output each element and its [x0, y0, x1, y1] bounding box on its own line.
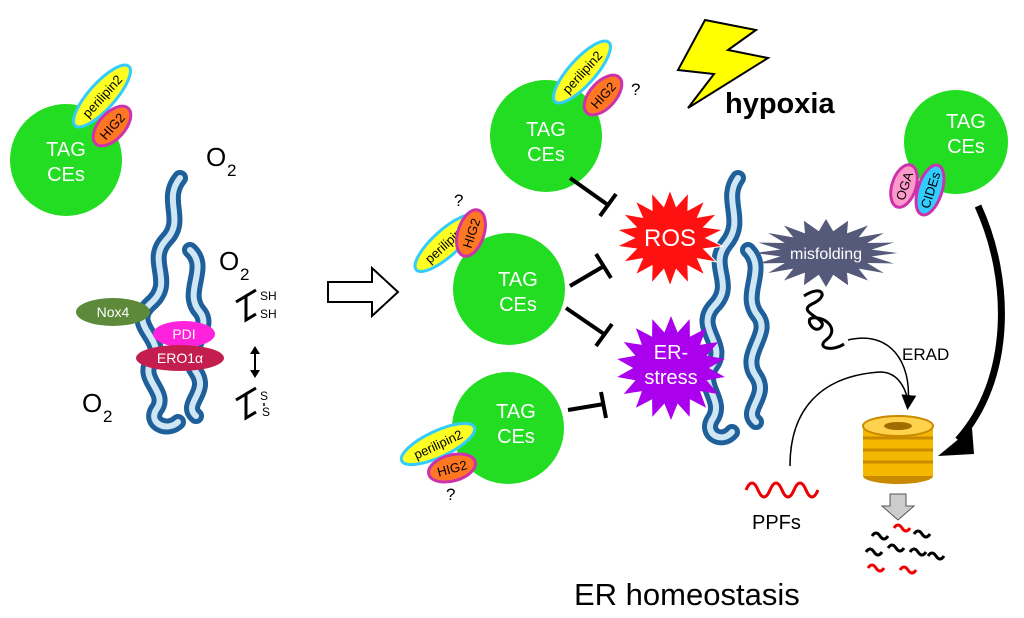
er-homeostasis-label: ER homeostasis [574, 577, 800, 612]
proteasome-icon [862, 415, 934, 484]
peptide-fragments [864, 523, 946, 575]
ros-burst: ROS [615, 188, 725, 288]
ces-label: CEs [47, 164, 85, 186]
oga-protein: OGA [889, 163, 919, 209]
perilipin2-protein-bottom: perilipin2 [399, 421, 477, 467]
cides-protein: CIDEs [914, 163, 946, 217]
question-mark-top: ? [631, 80, 640, 99]
svg-text:O: O [82, 388, 102, 418]
inhibition-middle-to-er-stress [564, 306, 614, 348]
lightning-bolt-icon [676, 18, 771, 109]
nox4-enzyme: Nox4 [76, 298, 150, 326]
svg-text:CEs: CEs [497, 426, 535, 448]
lipid-droplet-top: TAG CEs [490, 80, 602, 192]
svg-text:Nox4: Nox4 [97, 304, 130, 320]
lipid-droplet-right: TAG CEs [904, 90, 1008, 194]
svg-text:2: 2 [227, 161, 236, 180]
lipid-droplet-middle: TAG CEs [453, 233, 565, 345]
disulfide-structure: S S [235, 386, 270, 421]
ppf-pathway-line [789, 371, 909, 467]
svg-text:S: S [262, 405, 270, 419]
svg-text:2: 2 [240, 265, 249, 284]
o2-label-bottom: O 2 [82, 388, 112, 426]
degradation-arrow [880, 493, 916, 521]
svg-text:ROS: ROS [644, 225, 696, 252]
ero1a-enzyme: ERO1α [136, 345, 224, 371]
o2-label-top: O 2 [206, 142, 236, 180]
svg-text:TAG: TAG [496, 401, 536, 423]
ppfs-label: PPFs [752, 512, 801, 534]
svg-text:CEs: CEs [499, 294, 537, 316]
svg-text:stress: stress [644, 367, 697, 389]
svg-text:ER-: ER- [654, 342, 688, 364]
svg-text:CEs: CEs [527, 144, 565, 166]
svg-text:O: O [206, 142, 226, 172]
reduced-thiol-structure: SH SH [235, 288, 277, 323]
erad-arrow [847, 337, 917, 410]
er-stress-burst: ER- stress [617, 316, 725, 420]
svg-text:ERO1α: ERO1α [157, 350, 203, 366]
curved-arrow-head [938, 428, 974, 456]
ppfs-wavy-line [744, 481, 820, 499]
erad-label: ERAD [902, 345, 949, 364]
misfolded-protein-squiggle [803, 289, 845, 350]
inhibition-bottom-to-er-stress [567, 391, 608, 419]
tag-label: TAG [46, 139, 86, 161]
svg-text:SH: SH [260, 307, 277, 321]
droplet-to-proteasome-arrow [955, 204, 1005, 443]
er-membrane-middle [699, 170, 770, 446]
transition-arrow [327, 265, 400, 319]
inhibition-top-to-ros [568, 176, 618, 218]
lipid-droplet-bottom: TAG CEs [452, 372, 564, 484]
hypoxia-label: hypoxia [725, 88, 835, 120]
hig2-protein-bottom: HIG2 [427, 452, 477, 484]
svg-text:CEs: CEs [947, 136, 985, 158]
svg-text:misfolding: misfolding [790, 246, 862, 263]
o2-label-middle: O 2 [219, 246, 249, 284]
svg-text:TAG: TAG [498, 269, 538, 291]
svg-text:TAG: TAG [946, 111, 986, 133]
svg-text:2: 2 [103, 407, 112, 426]
redox-double-arrow [250, 346, 260, 378]
pdi-enzyme: PDI [153, 321, 215, 347]
question-mark-bottom: ? [446, 485, 455, 504]
svg-text:PDI: PDI [172, 326, 195, 342]
inhibition-middle-to-ros [568, 252, 613, 288]
hig2-protein-middle: HIG2 [455, 208, 487, 258]
svg-text:O: O [219, 246, 239, 276]
question-mark-middle: ? [454, 191, 463, 210]
er-membrane-left [134, 170, 212, 435]
svg-text:SH: SH [260, 289, 277, 303]
svg-text:TAG: TAG [526, 119, 566, 141]
misfolding-burst: misfolding [754, 219, 898, 287]
svg-text:S: S [260, 389, 268, 403]
